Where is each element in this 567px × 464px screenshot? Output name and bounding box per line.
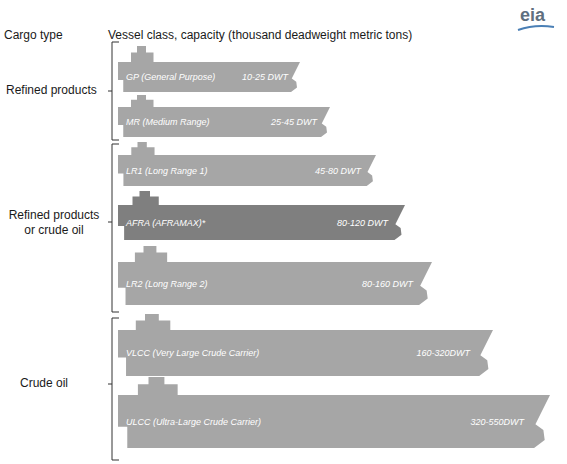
ship-silhouette — [118, 314, 493, 376]
group-bracket — [108, 318, 119, 460]
group-bracket — [108, 42, 119, 140]
vessel-class-name: MR (Medium Range) — [126, 117, 210, 127]
vessel-class-name: LR1 (Long Range 1) — [126, 166, 208, 176]
capacity-value: 80-160 DWT — [362, 279, 413, 289]
logo-swoosh — [518, 26, 554, 30]
vessel-class-ship: GP (General Purpose) 10-25 DWT — [118, 46, 300, 92]
ship-silhouette — [118, 142, 376, 186]
vessel-class-ship: LR2 (Long Range 2) 80-160 DWT — [118, 246, 432, 305]
ship-superstructure — [131, 95, 154, 108]
capacity-value: 10-25 DWT — [242, 72, 288, 82]
vessel-class-ship: ULCC (Ultra-Large Crude Carrier) 320-550D… — [118, 377, 550, 448]
ship-silhouette — [118, 95, 330, 137]
ship-superstructure — [135, 246, 167, 263]
capacity-value: 45-80 DWT — [315, 166, 361, 176]
ship-hull — [118, 155, 376, 186]
column-header: Cargo type — [4, 28, 63, 43]
ship-hull — [118, 330, 493, 376]
group-bracket — [108, 144, 119, 312]
ship-hull — [118, 395, 550, 448]
group-label: Crude oil — [20, 376, 68, 391]
ship-hull — [118, 262, 432, 305]
ship-superstructure — [131, 46, 154, 63]
logo-text: eia — [520, 4, 545, 27]
ship-hull — [118, 62, 300, 92]
hull-text-area: VLCC (Very Large Crude Carrier) 160-320DW… — [118, 330, 493, 376]
ship-superstructure — [138, 377, 178, 396]
capacity-value: 320-550DWT — [470, 417, 524, 427]
ship-hull — [118, 205, 405, 240]
ship-superstructure — [133, 191, 159, 206]
vessel-class-ship: AFRA (AFRAMAX)* 80-120 DWT — [118, 191, 405, 240]
group-label: Refined products — [6, 83, 97, 98]
column-header: Vessel class, capacity (thousand deadwei… — [108, 28, 412, 43]
vessel-class-name: ULCC (Ultra-Large Crude Carrier) — [126, 417, 261, 427]
vessel-class-ship: VLCC (Very Large Crude Carrier) 160-320DW… — [118, 314, 493, 376]
vessel-class-name: AFRA (AFRAMAX)* — [126, 218, 205, 228]
hull-text-area: ULCC (Ultra-Large Crude Carrier) 320-550D… — [118, 395, 550, 448]
ship-silhouette — [118, 191, 405, 240]
ship-silhouette — [118, 46, 300, 92]
capacity-value: 25-45 DWT — [271, 117, 317, 127]
ship-silhouette — [118, 246, 432, 305]
vessel-class-ship: LR1 (Long Range 1) 45-80 DWT — [118, 142, 376, 186]
ship-superstructure — [136, 314, 171, 331]
hull-text-area: MR (Medium Range) 25-45 DWT — [118, 107, 330, 137]
hull-text-area: AFRA (AFRAMAX)* 80-120 DWT — [118, 205, 405, 240]
hull-text-area: GP (General Purpose) 10-25 DWT — [118, 62, 300, 92]
ship-silhouette — [118, 377, 550, 448]
ship-superstructure — [131, 142, 154, 156]
hull-text-area: LR1 (Long Range 1) 45-80 DWT — [118, 155, 376, 186]
group-label: Refined products or crude oil — [2, 208, 106, 238]
hull-text-area: LR2 (Long Range 2) 80-160 DWT — [118, 262, 432, 305]
vessel-class-name: GP (General Purpose) — [126, 72, 215, 82]
vessel-class-name: VLCC (Very Large Crude Carrier) — [126, 348, 259, 358]
capacity-value: 160-320DWT — [416, 348, 470, 358]
capacity-value: 80-120 DWT — [337, 218, 388, 228]
ship-hull — [118, 107, 330, 137]
vessel-class-ship: MR (Medium Range) 25-45 DWT — [118, 95, 330, 137]
vessel-class-name: LR2 (Long Range 2) — [126, 279, 208, 289]
